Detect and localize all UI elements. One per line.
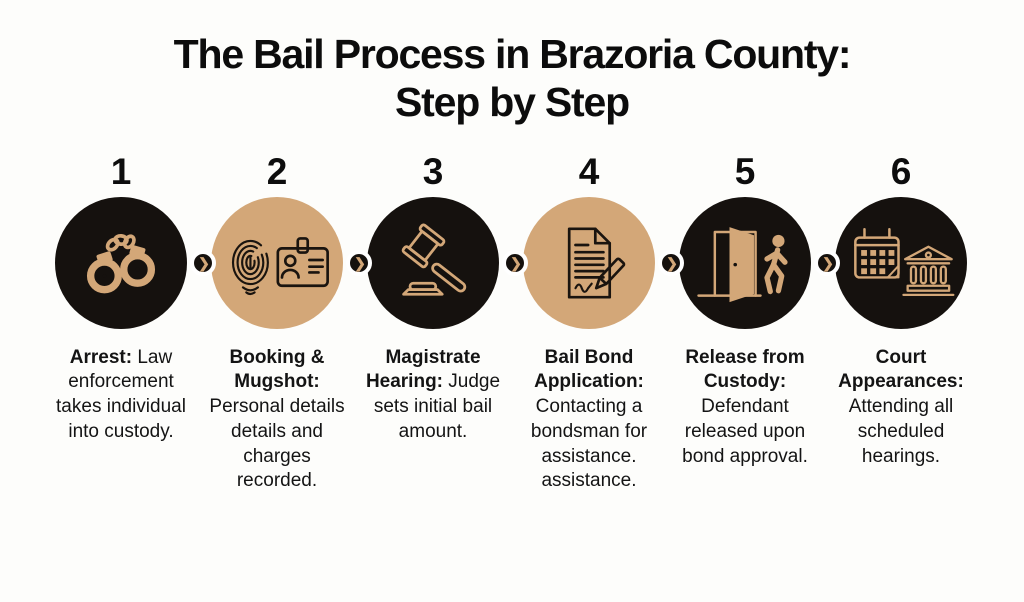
page-title: The Bail Process in Brazoria County: Ste… <box>0 30 1024 127</box>
next-step-arrow-icon: ❯ <box>658 249 684 276</box>
page-title-line1: The Bail Process in Brazoria County: <box>173 31 852 77</box>
step-description: Court Appearances: Attending all schedul… <box>838 346 964 467</box>
step-6-court-appearances: 6 <box>824 153 978 494</box>
next-step-arrow-icon: ❯ <box>814 249 840 276</box>
step-2-booking: 2 <box>200 150 372 494</box>
walking-person-icon <box>764 234 788 294</box>
step-number: 1 <box>110 150 132 192</box>
step-number: 3 <box>422 150 444 192</box>
next-step-arrow-icon: ❯ <box>346 249 372 276</box>
bail-process-steps: 1 <box>0 153 1024 494</box>
step-number: 4 <box>578 150 600 192</box>
next-step-arrow-icon: ❯ <box>190 249 216 276</box>
step-1-arrest: 1 <box>44 150 216 494</box>
step-label: Booking & Mugshot: <box>229 346 325 393</box>
step-description: Booking & Mugshot: Personal details deta… <box>209 346 345 492</box>
calendar-courthouse-icon <box>854 228 955 297</box>
step-5-release: 5 <box>668 150 840 494</box>
fingerprint-id-card-icon <box>231 237 329 296</box>
door-walking-person-icon <box>697 226 788 302</box>
step-number: 5 <box>734 150 756 192</box>
document-pen-icon <box>567 227 626 299</box>
page-title-line2: Step by Step <box>395 79 630 126</box>
handcuffs-icon <box>86 233 156 294</box>
step-number: 2 <box>266 150 288 192</box>
calendar-icon <box>854 228 900 279</box>
step-number: 6 <box>890 150 912 192</box>
bail-process-infographic: The Bail Process in Brazoria County: Ste… <box>0 30 1024 602</box>
step-circle <box>211 196 343 329</box>
step-description: Arrest: Law enforcement takes individual… <box>56 346 186 442</box>
step-circle <box>835 196 967 329</box>
next-step-arrow-icon: ❯ <box>502 249 528 276</box>
step-label: Bail Bond Application: <box>534 346 644 393</box>
step-3-magistrate-hearing: 3 <box>356 150 528 494</box>
step-label: Release from Custody: <box>685 346 805 393</box>
gavel-icon <box>401 223 467 296</box>
step-circle <box>679 196 811 329</box>
step-description: Magistrate Hearing: Judge sets initial b… <box>365 346 501 442</box>
step-description: Bail Bond Application: Contacting a bond… <box>530 346 648 492</box>
step-circle <box>55 196 187 329</box>
courthouse-icon <box>902 245 955 297</box>
step-label: Magistrate Hearing: <box>365 346 481 393</box>
step-label: Court Appearances: <box>838 346 964 393</box>
step-description: Release from Custody: Defendant released… <box>682 346 808 467</box>
step-label: Arrest: <box>69 346 133 368</box>
step-4-bail-bond-application: 4 <box>512 150 684 494</box>
step-circle <box>367 196 499 329</box>
step-circle <box>523 196 655 329</box>
